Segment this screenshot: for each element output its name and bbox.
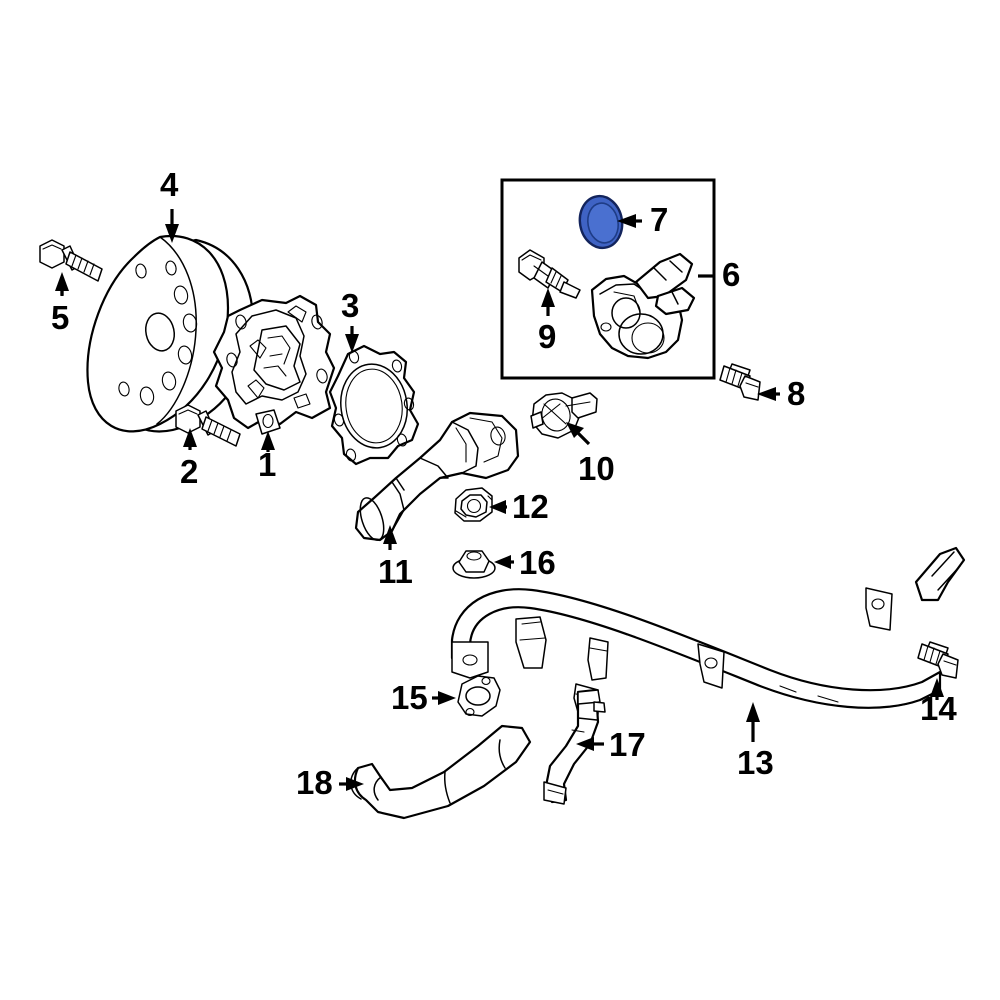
callout-arrow-4 — [165, 209, 179, 243]
part-4-water-pump-pulley — [86, 234, 255, 433]
part-7-thermostat-housing-o-ring — [578, 194, 624, 250]
part-5-pulley-bolt — [39, 239, 103, 282]
callout-arrow-17 — [576, 737, 604, 751]
callout-arrow-12 — [489, 500, 507, 514]
callout-label-10: 10 — [578, 450, 615, 487]
part-15-water-pipe-gasket — [457, 675, 501, 717]
callout-arrow-14 — [930, 678, 944, 700]
part-18-coolant-hose-lower — [350, 724, 532, 820]
callout-arrow-7 — [617, 214, 642, 228]
part-8-thermostat-housing-bolt — [719, 363, 761, 401]
callout-arrow-18 — [339, 777, 364, 791]
callout-label-4: 4 — [160, 166, 179, 203]
callout-arrow-15 — [432, 691, 456, 705]
callout-arrow-1 — [261, 431, 275, 452]
callout-label-2: 2 — [180, 453, 199, 490]
callout-label-7: 7 — [650, 201, 669, 238]
callout-label-17: 17 — [609, 726, 646, 763]
callout-label-6: 6 — [722, 256, 741, 293]
part-12-flange-nut — [454, 487, 493, 522]
callout-label-16: 16 — [519, 544, 556, 581]
part-2-water-pump-bolt — [175, 404, 241, 447]
callout-label-14: 14 — [920, 690, 957, 727]
part-3-water-pump-gasket — [328, 344, 420, 466]
callout-label-15: 15 — [391, 679, 428, 716]
callout-arrow-16 — [494, 555, 514, 569]
callout-label-8: 8 — [787, 375, 806, 412]
callout-label-12: 12 — [512, 488, 549, 525]
part-1-water-pump-housing — [212, 294, 336, 435]
callout-arrow-11 — [383, 525, 397, 550]
callout-label-11: 11 — [378, 553, 413, 590]
callout-arrow-2 — [183, 428, 197, 450]
callout-label-3: 3 — [341, 287, 360, 324]
part-9-coolant-temperature-sensor — [518, 249, 581, 299]
callout-label-18: 18 — [296, 764, 333, 801]
callout-arrow-3 — [345, 326, 359, 353]
callout-label-5: 5 — [51, 299, 70, 336]
callout-arrow-10 — [566, 422, 591, 446]
callout-label-13: 13 — [737, 744, 774, 781]
callout-label-9: 9 — [538, 318, 557, 355]
part-6-thermostat-housing — [590, 252, 696, 360]
part-17-coolant-hose-upper — [543, 688, 606, 805]
part-16-flange-nut-small — [452, 550, 496, 579]
part-10-thermostat — [530, 392, 598, 439]
callout-arrow-9 — [541, 288, 555, 316]
part-14-coolant-pipe-bolt — [917, 641, 959, 679]
callout-arrow-8 — [757, 387, 780, 401]
detail-callout-box — [500, 178, 716, 380]
callout-arrow-13 — [746, 702, 760, 742]
callout-arrow-5 — [55, 272, 69, 296]
callout-label-1: 1 — [258, 446, 277, 483]
part-13-coolant-pipe-assembly — [450, 546, 966, 715]
